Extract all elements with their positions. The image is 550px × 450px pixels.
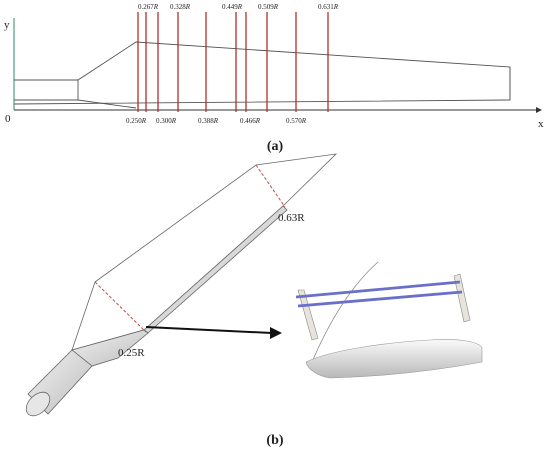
y-axis-label: y xyxy=(4,19,10,31)
detail-arrow xyxy=(145,326,273,334)
marker-line-outer xyxy=(255,164,286,208)
guide-rod xyxy=(295,280,461,299)
support-post-left xyxy=(297,289,319,341)
detail-airfoil xyxy=(305,339,483,379)
section-label-bottom: 0.300R xyxy=(156,117,177,125)
section-label-top: 0.509R xyxy=(258,3,279,11)
blade-root-end xyxy=(25,391,51,417)
panel-a: y x 0 0.267R 0.328R 0.449R 0.509R 0. xyxy=(4,3,544,154)
guide-rod xyxy=(297,290,463,308)
section-lines xyxy=(137,12,329,112)
section-label-top: 0.631R xyxy=(318,3,339,11)
panel-a-caption: (a) xyxy=(267,139,284,154)
support-post-right xyxy=(453,273,471,323)
blade-top-edge xyxy=(13,41,511,105)
origin-label: 0 xyxy=(5,113,11,125)
x-axis-arrow-icon xyxy=(536,107,542,113)
section-label-top: 0.328R xyxy=(170,3,191,11)
label-inner-section: 0.25R xyxy=(118,347,145,359)
detail-inset xyxy=(295,261,483,379)
label-outer-section: 0.63R xyxy=(278,212,305,224)
blade-3d xyxy=(25,153,338,417)
detail-blade-edge xyxy=(311,261,379,363)
panel-b-caption: (b) xyxy=(266,433,283,448)
section-label-top: 0.449R xyxy=(222,3,243,11)
section-label-top: 0.267R xyxy=(138,3,159,11)
x-axis-label: x xyxy=(538,118,544,130)
section-label-bottom: 0.388R xyxy=(198,117,219,125)
section-label-bottom: 0.250R xyxy=(126,117,147,125)
blade-surface xyxy=(71,153,338,351)
blade-outline xyxy=(13,41,511,109)
panel-b: 0.63R 0.25R (b) xyxy=(25,153,483,448)
detail-arrow-head-icon xyxy=(270,327,282,339)
section-label-bottom: 0.466R xyxy=(240,117,261,125)
section-label-bottom: 0.570R xyxy=(286,117,307,125)
marker-line-inner xyxy=(94,281,147,333)
